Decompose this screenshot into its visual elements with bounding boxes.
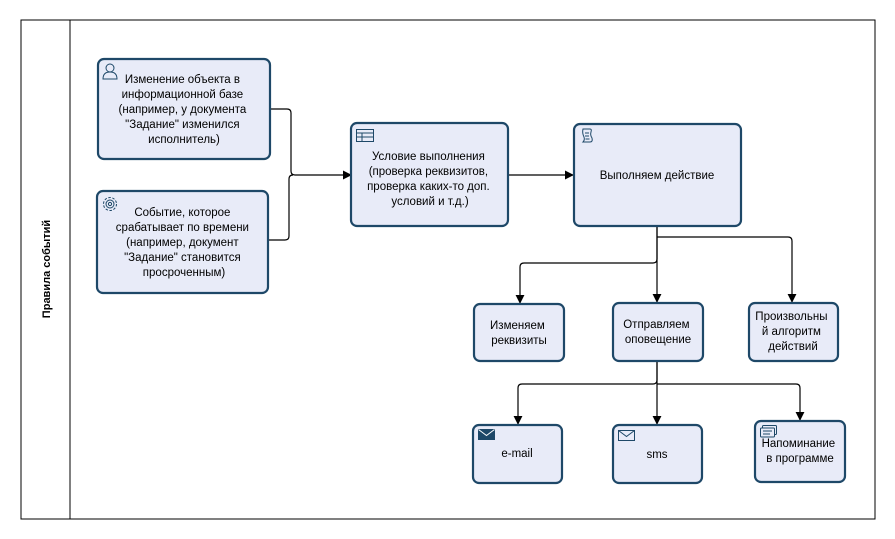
- node-action-text: Выполняем действие: [600, 170, 715, 182]
- pool-title: Правила событий: [41, 220, 53, 318]
- node-object-change-text: Изменение объекта в информационной базе …: [119, 74, 250, 146]
- user-icon: [102, 63, 118, 80]
- connector-action-to-custom-algorithm: [657, 236, 797, 303]
- node-reminder-text: Напоминание в программе: [762, 438, 839, 465]
- node-custom-algorithm: Произвольны й алгоритм действий: [747, 301, 840, 363]
- connector-notification-to-reminder: [657, 383, 805, 421]
- connectors: [268, 108, 805, 425]
- node-custom-algorithm-text: Произвольны й алгоритм действий: [755, 311, 830, 353]
- node-email: e-mail: [471, 423, 564, 485]
- node-timer-event-text: Событие, которое срабатывает по времени …: [116, 207, 252, 279]
- connector-object-change-to-condition: [270, 108, 352, 180]
- node-send-notification: Отправляем оповещение: [611, 301, 705, 363]
- node-condition-text: Условие выполнения (проверка реквизитов,…: [367, 151, 493, 208]
- message-icon: [760, 425, 777, 438]
- table-icon: [356, 129, 374, 142]
- envelope-filled-icon: [478, 429, 495, 440]
- envelope-outline-icon: [618, 430, 635, 441]
- node-send-notification-text: Отправляем оповещение: [623, 319, 693, 346]
- script-icon: [581, 128, 593, 143]
- node-condition: Условие выполнения (проверка реквизитов,…: [349, 121, 510, 228]
- node-action: Выполняем действие: [572, 122, 743, 228]
- node-email-text: e-mail: [501, 448, 532, 460]
- node-change-attributes: Изменяем реквизиты: [472, 302, 566, 363]
- node-sms: sms: [611, 423, 704, 485]
- node-object-change: Изменение объекта в информационной базе …: [96, 57, 272, 161]
- gear-icon: [103, 197, 117, 211]
- node-sms-text: sms: [646, 449, 667, 461]
- node-change-attributes-text: Изменяем реквизиты: [490, 320, 548, 347]
- node-reminder: Напоминание в программе: [753, 419, 847, 484]
- node-timer-event: Событие, которое срабатывает по времени …: [95, 189, 270, 295]
- connector-timer-to-condition: [268, 174, 294, 241]
